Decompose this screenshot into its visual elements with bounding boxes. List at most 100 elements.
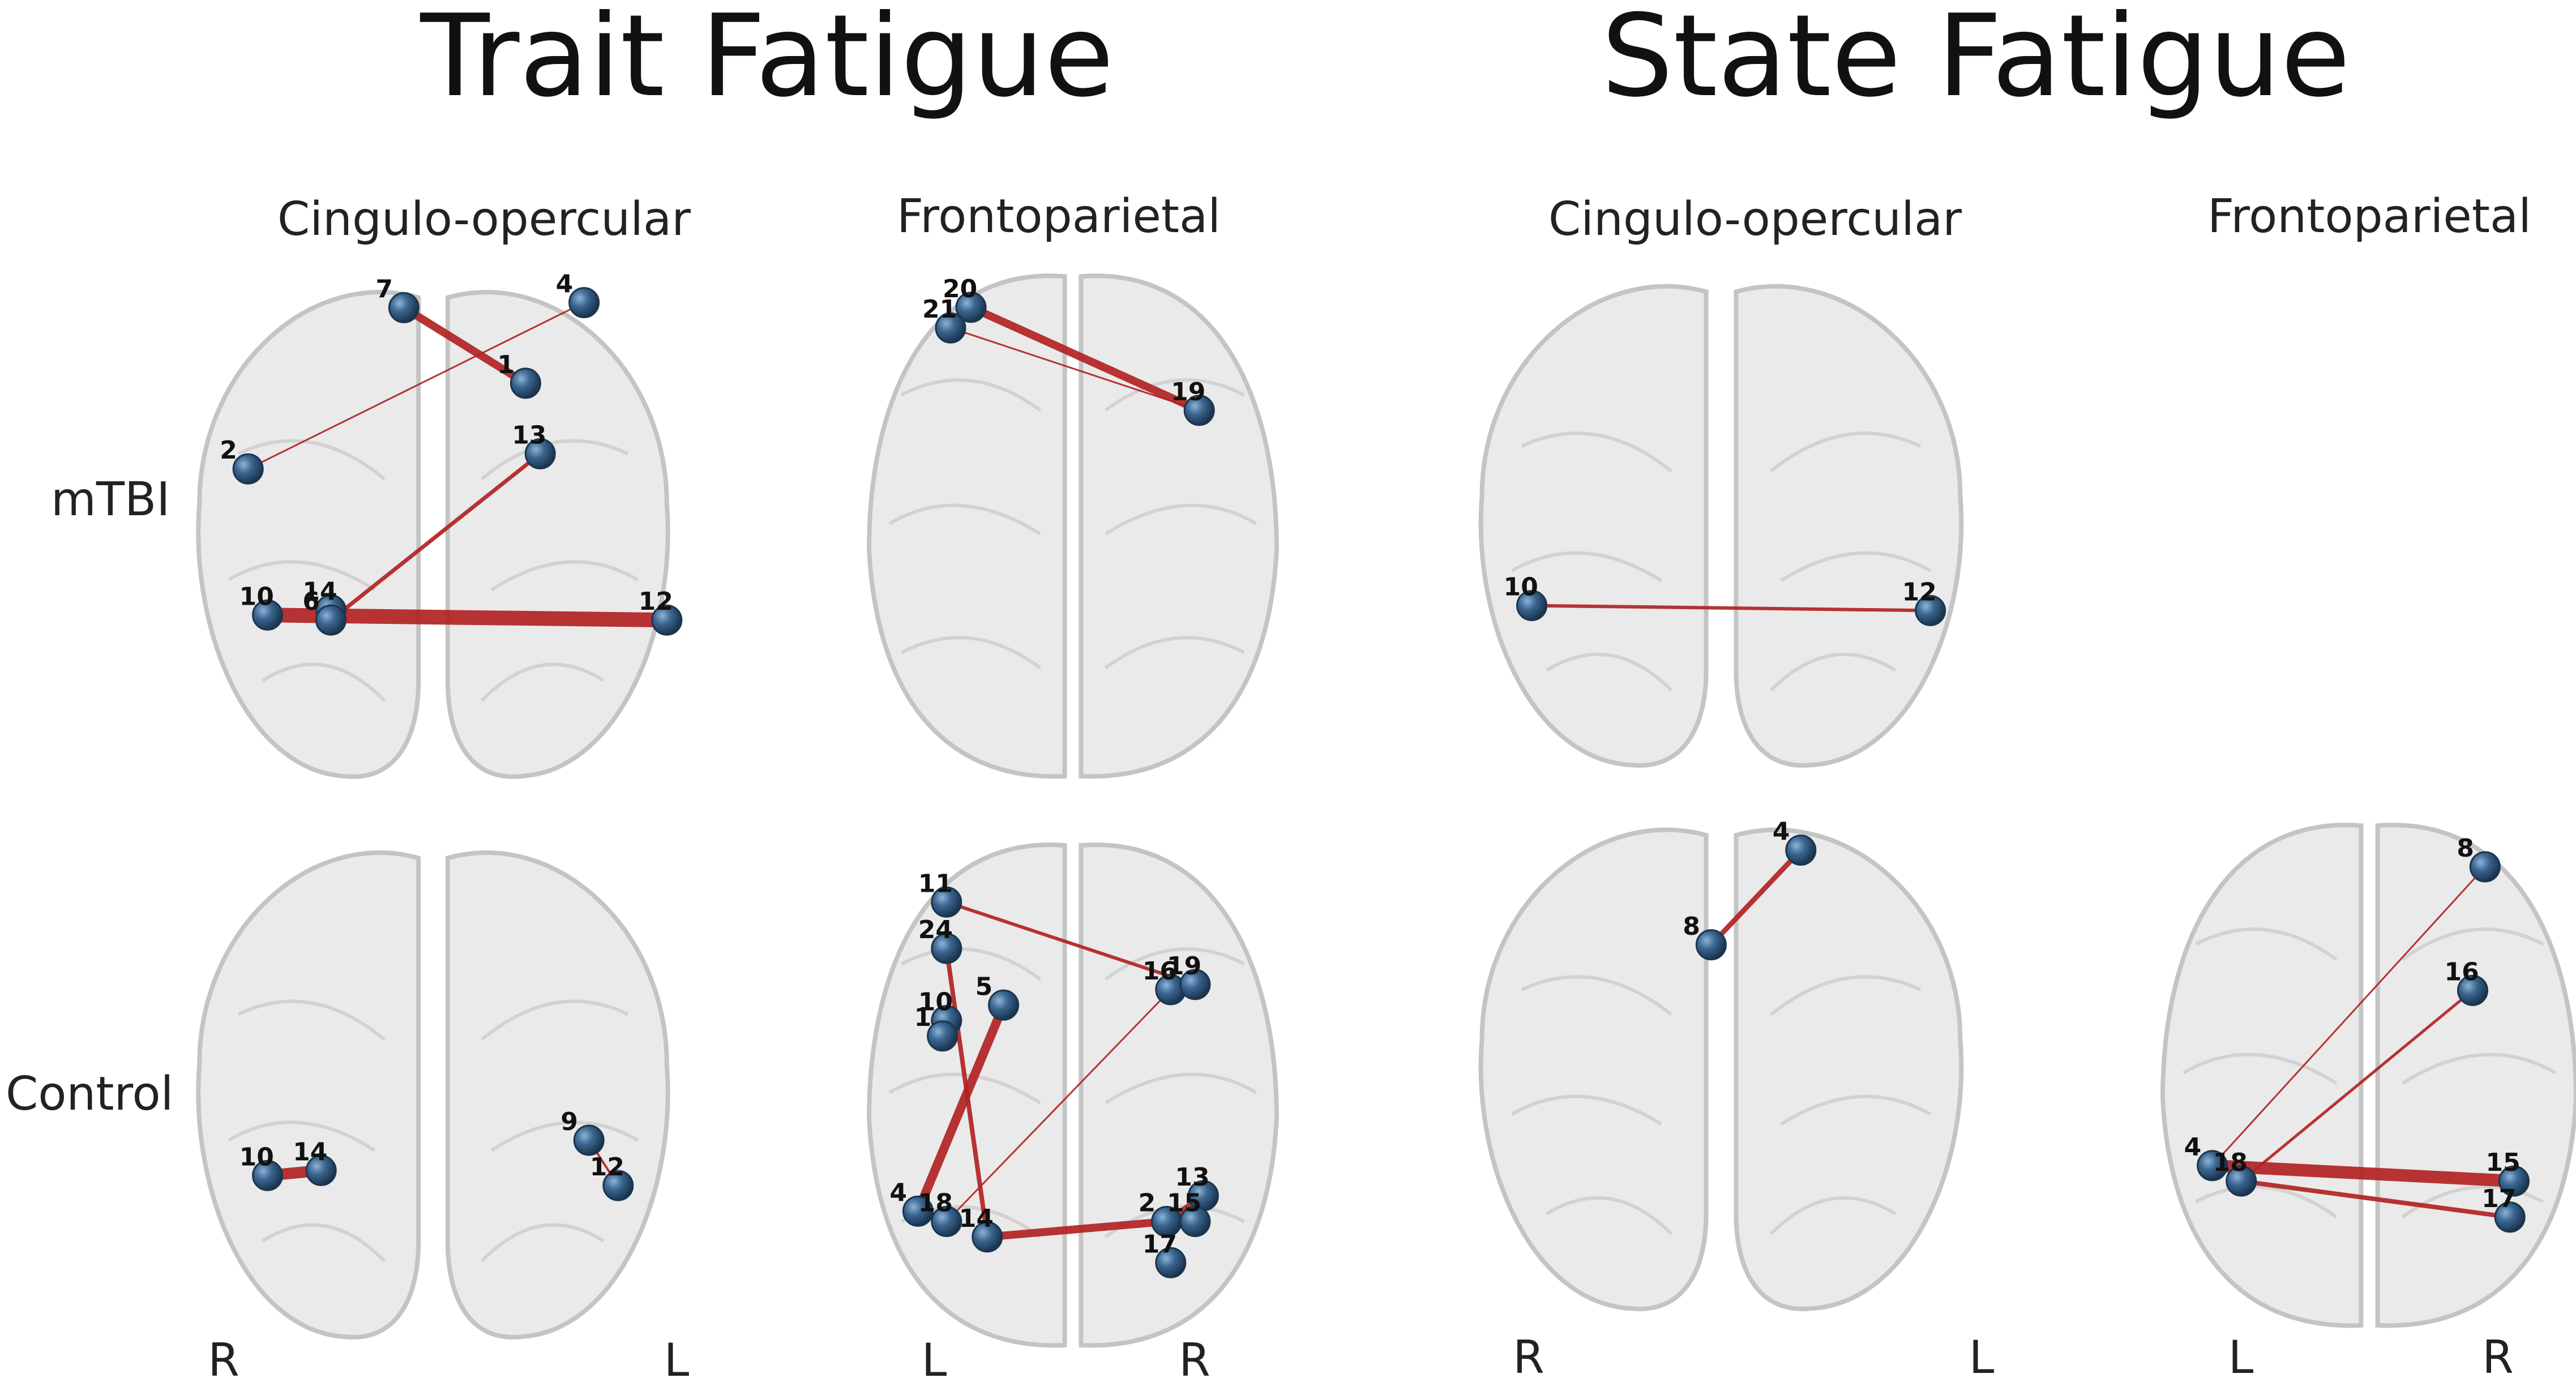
brain-fold	[2401, 927, 2544, 961]
col-title-trait-cingulo-opercular: Cingulo-opercular	[277, 192, 691, 246]
orientation-right-state-fp: R	[2482, 1331, 2514, 1382]
node-label-19: 19	[1167, 952, 1201, 981]
node-16	[2457, 974, 2488, 1006]
edge-4-2	[247, 302, 585, 470]
node-label-10: 10	[239, 1143, 274, 1171]
brain-right-hemisphere	[2375, 823, 2576, 1328]
edge-16-18	[945, 989, 1172, 1222]
edge-layer	[949, 303, 1204, 414]
brain-fold	[1769, 1196, 1897, 1235]
node-24	[931, 932, 962, 964]
node-18	[2226, 1165, 2257, 1197]
brain-fold	[1780, 1094, 1932, 1126]
brain-fold	[1104, 378, 1245, 412]
node-19	[1179, 969, 1211, 1000]
node-label-11: 11	[918, 869, 953, 898]
node-label-21: 21	[922, 295, 957, 324]
node-label-15: 15	[2486, 1148, 2521, 1177]
brain-fold	[480, 662, 605, 702]
node-14	[305, 1154, 337, 1186]
brain-fold	[1769, 652, 1897, 692]
row-label-control: Control	[6, 1067, 173, 1121]
node-13	[524, 438, 556, 469]
brain-fold	[1770, 975, 1922, 1016]
brain-fold	[1510, 1094, 1662, 1126]
edge-layer	[913, 900, 1206, 1241]
node-label-24: 24	[918, 915, 953, 944]
node-label-8: 8	[2457, 834, 2474, 863]
node-10	[252, 1159, 284, 1191]
brain-fold	[481, 439, 629, 481]
orientation-right-state-co: L	[1969, 1331, 1995, 1382]
node-label-12: 12	[1902, 577, 1937, 606]
brain-left-hemisphere	[196, 850, 421, 1340]
brain-fold	[481, 999, 629, 1041]
node-label-7: 7	[375, 275, 393, 303]
node-11	[931, 886, 962, 918]
brain-fold	[228, 1120, 376, 1152]
node-5	[988, 989, 1020, 1021]
brain-fold	[888, 503, 1042, 536]
node-4	[2197, 1150, 2228, 1182]
edge-4-15	[2206, 1159, 2521, 1188]
node-label-12: 12	[590, 1153, 624, 1182]
node-label-10: 10	[239, 582, 274, 611]
node-8	[2469, 851, 2501, 883]
orientation-left-state-fp: L	[2228, 1331, 2254, 1382]
brain-fold	[490, 560, 639, 592]
trait-fatigue-title: Trait Fatigue	[420, 0, 1114, 122]
node-label-1: 1	[497, 350, 515, 379]
orientation-right-trait-co: L	[664, 1334, 690, 1382]
orientation-left-trait-co: R	[208, 1334, 239, 1382]
node-15	[1179, 1206, 1211, 1237]
node-label-5: 5	[975, 972, 993, 1001]
brain-fold	[262, 662, 386, 702]
node-label-16: 16	[2445, 957, 2479, 986]
node-label-9: 9	[560, 1107, 578, 1136]
brain-fold	[1780, 551, 1932, 583]
edge-21-19	[949, 327, 1200, 412]
brain-left-hemisphere	[1478, 827, 1709, 1311]
node-14	[972, 1221, 1003, 1253]
node-19	[1183, 395, 1215, 426]
brain-fold	[2182, 1052, 2338, 1085]
node-12	[602, 1170, 634, 1201]
node-label-19: 19	[1171, 378, 1205, 407]
brain-fold	[228, 560, 376, 592]
brain-fold	[490, 1120, 639, 1152]
node-4	[568, 287, 600, 318]
col-title-state-frontoparietal: Frontoparietal	[2207, 190, 2531, 243]
brain-fold	[2401, 1052, 2557, 1085]
brain-fold	[1770, 431, 1922, 473]
edge-5-4	[913, 1000, 1008, 1216]
node-label-2: 2	[220, 436, 237, 465]
node-1	[927, 1020, 958, 1052]
edge-8-4	[2211, 866, 2486, 1167]
brain-fold	[2195, 927, 2338, 961]
node-20	[955, 292, 987, 323]
edge-layer	[1708, 848, 1804, 948]
brain-fold	[901, 947, 1042, 981]
brain-fold	[2195, 1185, 2338, 1219]
node-18	[931, 1206, 962, 1237]
orientation-left-state-co: R	[1513, 1331, 1544, 1382]
brain-right-hemisphere	[1079, 273, 1280, 779]
brain-fold	[1546, 1196, 1673, 1235]
brain-fold	[1546, 652, 1673, 692]
brain-left-hemisphere	[2160, 823, 2364, 1328]
edge-8-4	[1708, 848, 1804, 948]
brain-left-hemisphere	[196, 290, 421, 779]
node-1	[510, 367, 541, 399]
brain-fold	[1104, 636, 1245, 670]
brain-fold	[1104, 503, 1257, 536]
edge-14-2	[983, 1217, 1171, 1241]
node-label-18: 18	[2213, 1148, 2248, 1177]
edge-7-1	[400, 303, 530, 387]
brain-fold	[480, 1223, 605, 1263]
node-label-13: 13	[512, 421, 546, 450]
